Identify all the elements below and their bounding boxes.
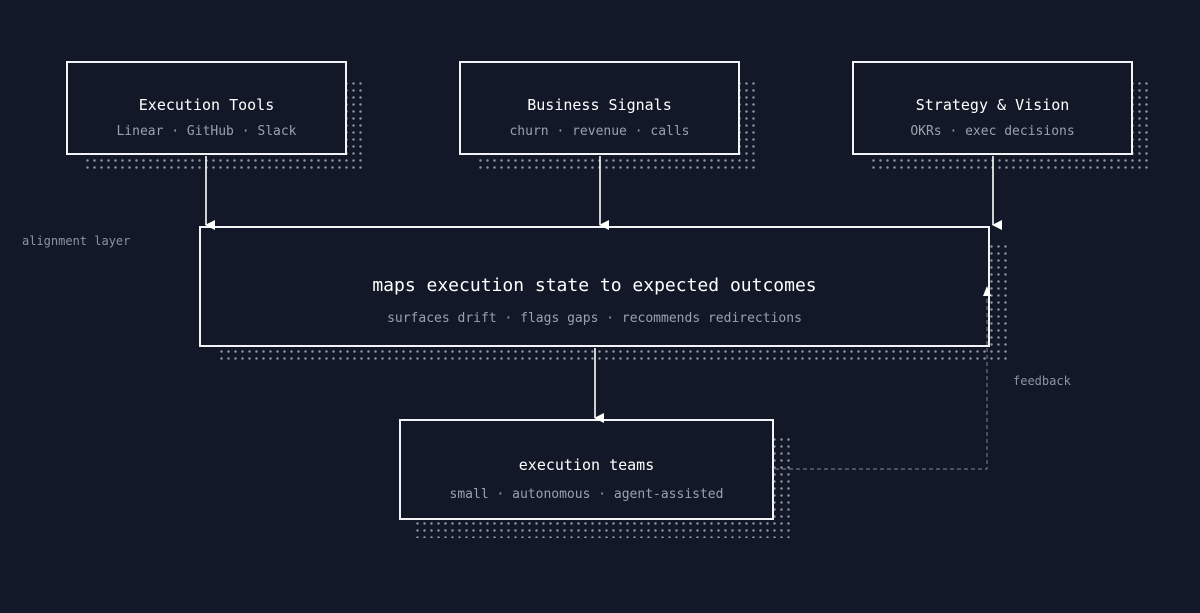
execution-tools-node: Execution Tools Linear · GitHub · Slack xyxy=(66,61,347,155)
execution-tools-subtitle: Linear · GitHub · Slack xyxy=(116,124,297,139)
execution-teams-node: execution teams small · autonomous · age… xyxy=(399,419,774,520)
business-signals-title: Business Signals xyxy=(527,96,672,114)
feedback-label: feedback xyxy=(1013,374,1071,388)
business-signals-node: Business Signals churn · revenue · calls xyxy=(459,61,740,155)
alignment-node: maps execution state to expected outcome… xyxy=(199,226,990,347)
execution-teams-title: execution teams xyxy=(518,456,655,474)
strategy-vision-node: Strategy & Vision OKRs · exec decisions xyxy=(852,61,1133,155)
strategy-vision-title: Strategy & Vision xyxy=(915,96,1070,114)
alignment-layer-label: alignment layer xyxy=(22,234,131,248)
business-signals-subtitle: churn · revenue · calls xyxy=(509,124,690,139)
execution-tools-title: Execution Tools xyxy=(138,96,275,114)
alignment-subtitle: surfaces drift · flags gaps · recommends… xyxy=(387,311,802,326)
execution-teams-subtitle: small · autonomous · agent-assisted xyxy=(449,487,724,502)
strategy-vision-subtitle: OKRs · exec decisions xyxy=(910,124,1075,139)
alignment-title: maps execution state to expected outcome… xyxy=(372,275,817,296)
